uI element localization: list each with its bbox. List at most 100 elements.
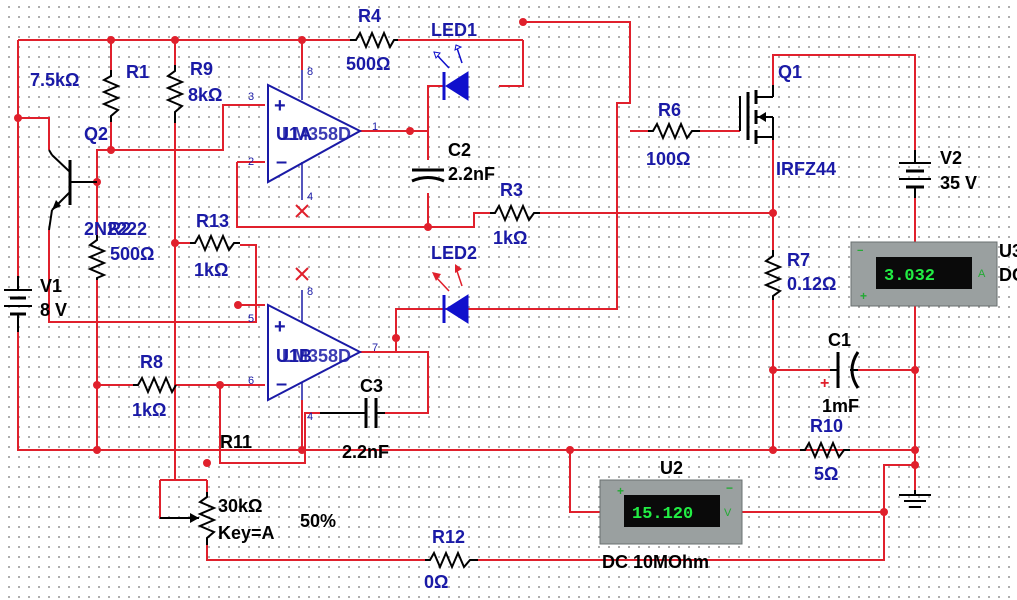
svg-text:–: – [276, 151, 287, 173]
r3-value: 1kΩ [493, 228, 527, 248]
r6-value: 100Ω [646, 149, 690, 169]
u3-unit: A [978, 268, 986, 280]
v2-label: V2 [940, 148, 962, 168]
u1a-pin3: 3 [248, 91, 254, 103]
u1a-pin8: 8 [307, 66, 313, 78]
c3-value: 2.2nF [342, 442, 389, 462]
u1b-pin8: 8 [307, 286, 313, 298]
resistor-r7[interactable] [763, 250, 783, 300]
r2-value: 500Ω [110, 244, 154, 264]
r11-value: 30kΩ [218, 496, 262, 516]
mosfet-q1[interactable] [739, 85, 774, 144]
r4-value: 500Ω [346, 54, 390, 74]
c2-value: 2.2nF [448, 164, 495, 184]
u3-mode: DC [999, 265, 1017, 285]
ground-symbol [899, 490, 931, 508]
v2-value: 35 V [940, 173, 977, 193]
wires [17, 21, 916, 561]
u1b-pin5: 5 [248, 313, 254, 325]
r13-label: R13 [196, 211, 229, 231]
opamp-u1a[interactable]: + – [267, 70, 363, 218]
capacitor-c2[interactable] [411, 168, 445, 183]
r10-label: R10 [810, 416, 843, 436]
resistor-r2[interactable] [87, 235, 107, 280]
resistor-r1[interactable] [101, 70, 121, 122]
led2-label: LED2 [431, 243, 477, 263]
capacitor-c3[interactable] [320, 398, 385, 428]
v1-label: V1 [40, 276, 62, 296]
r11-percent: 50% [300, 511, 336, 531]
r1-value: 7.5kΩ [30, 70, 79, 90]
u2-mode: DC 10MOhm [602, 552, 709, 572]
u1a-pin4: 4 [307, 191, 313, 203]
transistor-q2[interactable] [48, 149, 97, 231]
c1-value: 1mF [822, 396, 859, 416]
r6-label: R6 [658, 100, 681, 120]
battery-v2[interactable] [899, 150, 931, 198]
svg-text:−: − [726, 481, 733, 495]
q2-label: Q2 [84, 124, 108, 144]
u1a-label: U1A [276, 124, 312, 144]
svg-text:+: + [274, 316, 286, 338]
resistor-r13[interactable] [190, 233, 240, 253]
ammeter-u3[interactable]: − + A [850, 241, 998, 307]
u1a-pin1: 1 [372, 121, 378, 133]
r9-value: 8kΩ [188, 85, 222, 105]
resistor-r8[interactable] [133, 375, 177, 395]
opamp-u1b[interactable]: + – [267, 267, 363, 402]
r11-key: Key=A [218, 523, 275, 543]
r12-value: 0Ω [424, 572, 448, 592]
r12-label: R12 [432, 527, 465, 547]
u1b-part: LM358D [282, 346, 351, 366]
led1[interactable] [433, 44, 469, 101]
r10-value: 5Ω [814, 464, 838, 484]
r1-label: R1 [126, 62, 149, 82]
svg-text:+: + [820, 375, 829, 392]
svg-text:+: + [617, 484, 624, 498]
battery-v1[interactable] [4, 276, 32, 332]
c3-label: C3 [360, 376, 383, 396]
c1-label: C1 [828, 330, 851, 350]
r8-label: R8 [140, 352, 163, 372]
u1a-pin2: 2 [248, 156, 254, 168]
r11-label: R11 [220, 432, 252, 452]
resistor-r10[interactable] [800, 440, 850, 460]
r9-label: R9 [190, 59, 213, 79]
q1-value: IRFZ44 [776, 159, 836, 179]
u1b-pin6: 6 [248, 375, 254, 387]
r13-value: 1kΩ [194, 260, 228, 280]
led2[interactable] [432, 264, 469, 324]
capacitor-c1[interactable]: + [820, 351, 860, 392]
u1b-label: U1B [276, 346, 312, 366]
resistor-r12[interactable] [425, 550, 478, 570]
r2-label: R2 [108, 219, 131, 239]
potentiometer-r11[interactable] [160, 492, 217, 545]
u1b-pin4: 4 [307, 411, 313, 423]
q1-label: Q1 [778, 62, 802, 82]
resistor-r3[interactable] [490, 203, 540, 223]
resistor-r6[interactable] [648, 121, 700, 141]
c2-label: C2 [448, 140, 471, 160]
svg-text:+: + [860, 289, 867, 303]
r4-label: R4 [358, 6, 381, 26]
r3-label: R3 [500, 180, 523, 200]
u2-reading: 15.120 [632, 505, 693, 524]
u3-label: U3 [999, 241, 1017, 261]
junctions [14, 18, 919, 516]
r7-label: R7 [787, 250, 810, 270]
resistor-r4[interactable] [350, 30, 398, 50]
voltmeter-u2[interactable]: + − V [599, 479, 743, 545]
u2-unit: V [724, 507, 732, 519]
u1b-pin7: 7 [372, 342, 378, 354]
v1-value: 8 V [40, 300, 67, 320]
resistor-r9[interactable] [165, 65, 185, 123]
u1a-part: LM358D [282, 124, 351, 144]
u3-reading: 3.032 [884, 267, 935, 286]
svg-text:−: − [857, 245, 863, 257]
q2-value: 2N2222 [84, 219, 147, 239]
svg-text:–: – [276, 373, 287, 395]
led1-label: LED1 [431, 20, 477, 40]
r7-value: 0.12Ω [787, 274, 836, 294]
